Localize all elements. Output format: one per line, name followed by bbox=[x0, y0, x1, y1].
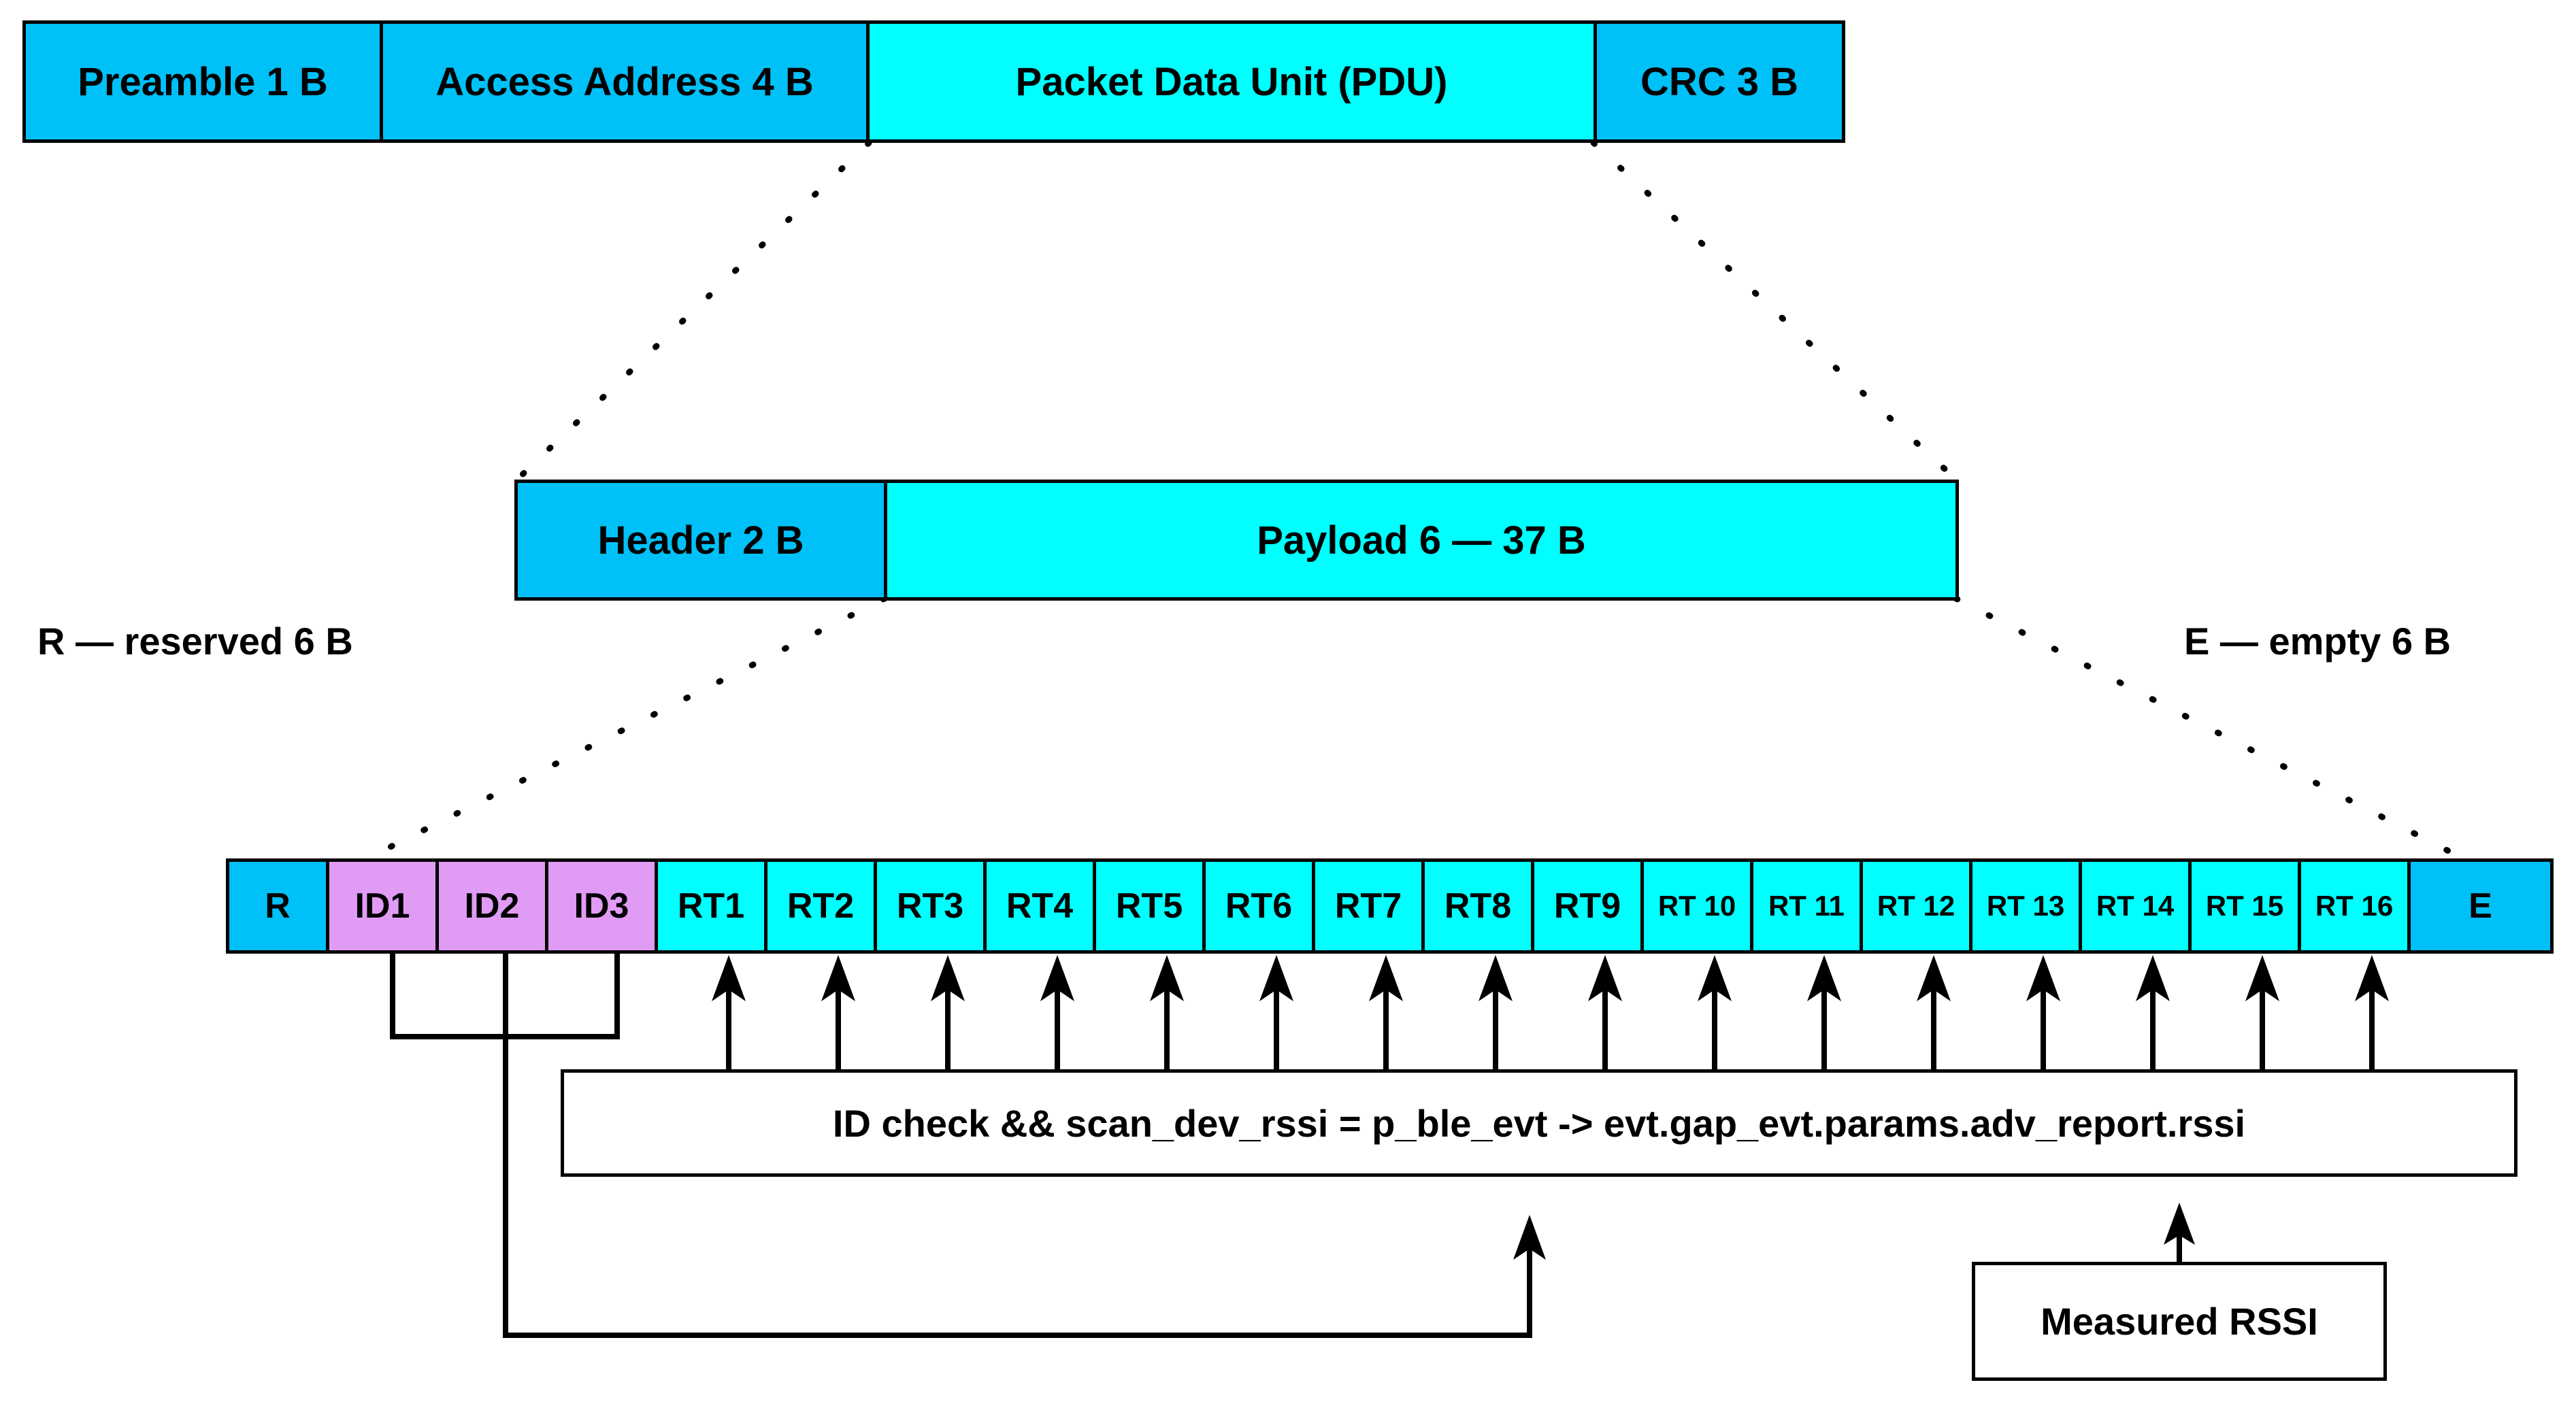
segment-pdu[interactable]: Packet Data Unit (PDU) bbox=[866, 20, 1597, 143]
payload-cell-label: RT6 bbox=[1225, 886, 1293, 926]
expression-box[interactable]: ID check && scan_dev_rssi = p_ble_evt ->… bbox=[561, 1069, 2517, 1177]
segment-label: Access Address 4 B bbox=[435, 59, 814, 104]
payload-cell-rt12[interactable]: RT 12 bbox=[1860, 858, 1972, 954]
payload-cell-label: RT 16 bbox=[2315, 890, 2394, 922]
dotted-guide-pdu-right bbox=[1590, 139, 1960, 483]
segment-label: Preamble 1 B bbox=[78, 59, 328, 104]
payload-cell-label: R bbox=[265, 886, 291, 926]
segment-access-address[interactable]: Access Address 4 B bbox=[380, 20, 870, 143]
payload-cell-rt9[interactable]: RT9 bbox=[1531, 858, 1644, 954]
legend-empty: E — empty 6 B bbox=[2184, 620, 2451, 663]
payload-cell-rt15[interactable]: RT 15 bbox=[2188, 858, 2301, 954]
payload-cell-rt11[interactable]: RT 11 bbox=[1750, 858, 1863, 954]
payload-cell-empty[interactable]: E bbox=[2407, 858, 2554, 954]
dotted-guide-payload-left bbox=[364, 595, 888, 862]
payload-cell-label: RT 10 bbox=[1657, 890, 1736, 922]
segment-label: Packet Data Unit (PDU) bbox=[1015, 59, 1448, 104]
payload-cell-label: RT8 bbox=[1444, 886, 1512, 926]
payload-cell-label: RT4 bbox=[1006, 886, 1074, 926]
payload-cell-rt3[interactable]: RT3 bbox=[874, 858, 987, 954]
payload-cell-rt10[interactable]: RT 10 bbox=[1640, 858, 1753, 954]
payload-cell-label: RT5 bbox=[1115, 886, 1183, 926]
segment-label: Payload 6 — 37 B bbox=[1257, 518, 1586, 563]
payload-cell-id3[interactable]: ID3 bbox=[545, 858, 658, 954]
segment-header[interactable]: Header 2 B bbox=[514, 480, 887, 601]
dotted-guide-pdu-left bbox=[514, 139, 872, 483]
legend-reserved: R — reserved 6 B bbox=[37, 620, 353, 663]
payload-cell-label: ID1 bbox=[354, 886, 410, 926]
segment-crc[interactable]: CRC 3 B bbox=[1594, 20, 1845, 143]
payload-cell-rt16[interactable]: RT 16 bbox=[2298, 858, 2411, 954]
segment-label: Header 2 B bbox=[597, 518, 804, 563]
payload-cell-reserved[interactable]: R bbox=[226, 858, 329, 954]
rt-arrowhead-group bbox=[712, 955, 2389, 1001]
payload-cell-label: RT2 bbox=[787, 886, 855, 926]
segment-label: CRC 3 B bbox=[1640, 59, 1799, 104]
payload-cell-rt13[interactable]: RT 13 bbox=[1969, 858, 2082, 954]
payload-cell-rt6[interactable]: RT6 bbox=[1202, 858, 1315, 954]
payload-cell-label: RT7 bbox=[1334, 886, 1402, 926]
payload-cell-id2[interactable]: ID2 bbox=[435, 858, 548, 954]
payload-cell-label: RT 13 bbox=[1986, 890, 2065, 922]
payload-cell-label: E bbox=[2468, 886, 2492, 926]
payload-cell-label: RT 15 bbox=[2205, 890, 2284, 922]
payload-cell-label: RT 12 bbox=[1877, 890, 1955, 922]
measured-rssi-text: Measured RSSI bbox=[2041, 1300, 2318, 1343]
payload-cell-label: ID3 bbox=[574, 886, 629, 926]
payload-cell-label: ID2 bbox=[464, 886, 520, 926]
payload-cell-label: RT3 bbox=[896, 886, 964, 926]
payload-cell-label: RT9 bbox=[1553, 886, 1621, 926]
measured-rssi-box[interactable]: Measured RSSI bbox=[1972, 1262, 2387, 1381]
payload-cell-label: RT1 bbox=[677, 886, 745, 926]
segment-preamble[interactable]: Preamble 1 B bbox=[22, 20, 383, 143]
payload-cell-rt1[interactable]: RT1 bbox=[655, 858, 767, 954]
payload-cell-rt4[interactable]: RT4 bbox=[983, 858, 1096, 954]
payload-cell-label: RT 11 bbox=[1768, 890, 1845, 922]
payload-cell-rt14[interactable]: RT 14 bbox=[2079, 858, 2192, 954]
payload-cell-id1[interactable]: ID1 bbox=[326, 858, 439, 954]
payload-cell-rt2[interactable]: RT2 bbox=[764, 858, 877, 954]
payload-cell-rt5[interactable]: RT5 bbox=[1093, 858, 1206, 954]
payload-cell-label: RT 14 bbox=[2096, 890, 2175, 922]
payload-cell-rt7[interactable]: RT7 bbox=[1312, 858, 1425, 954]
expression-text: ID check && scan_dev_rssi = p_ble_evt ->… bbox=[832, 1101, 2246, 1145]
payload-cell-rt8[interactable]: RT8 bbox=[1421, 858, 1534, 954]
arrowhead-measured-rssi bbox=[2164, 1203, 2195, 1245]
arrowhead-id-to-expression bbox=[1513, 1215, 1546, 1260]
segment-payload[interactable]: Payload 6 — 37 B bbox=[884, 480, 1959, 601]
